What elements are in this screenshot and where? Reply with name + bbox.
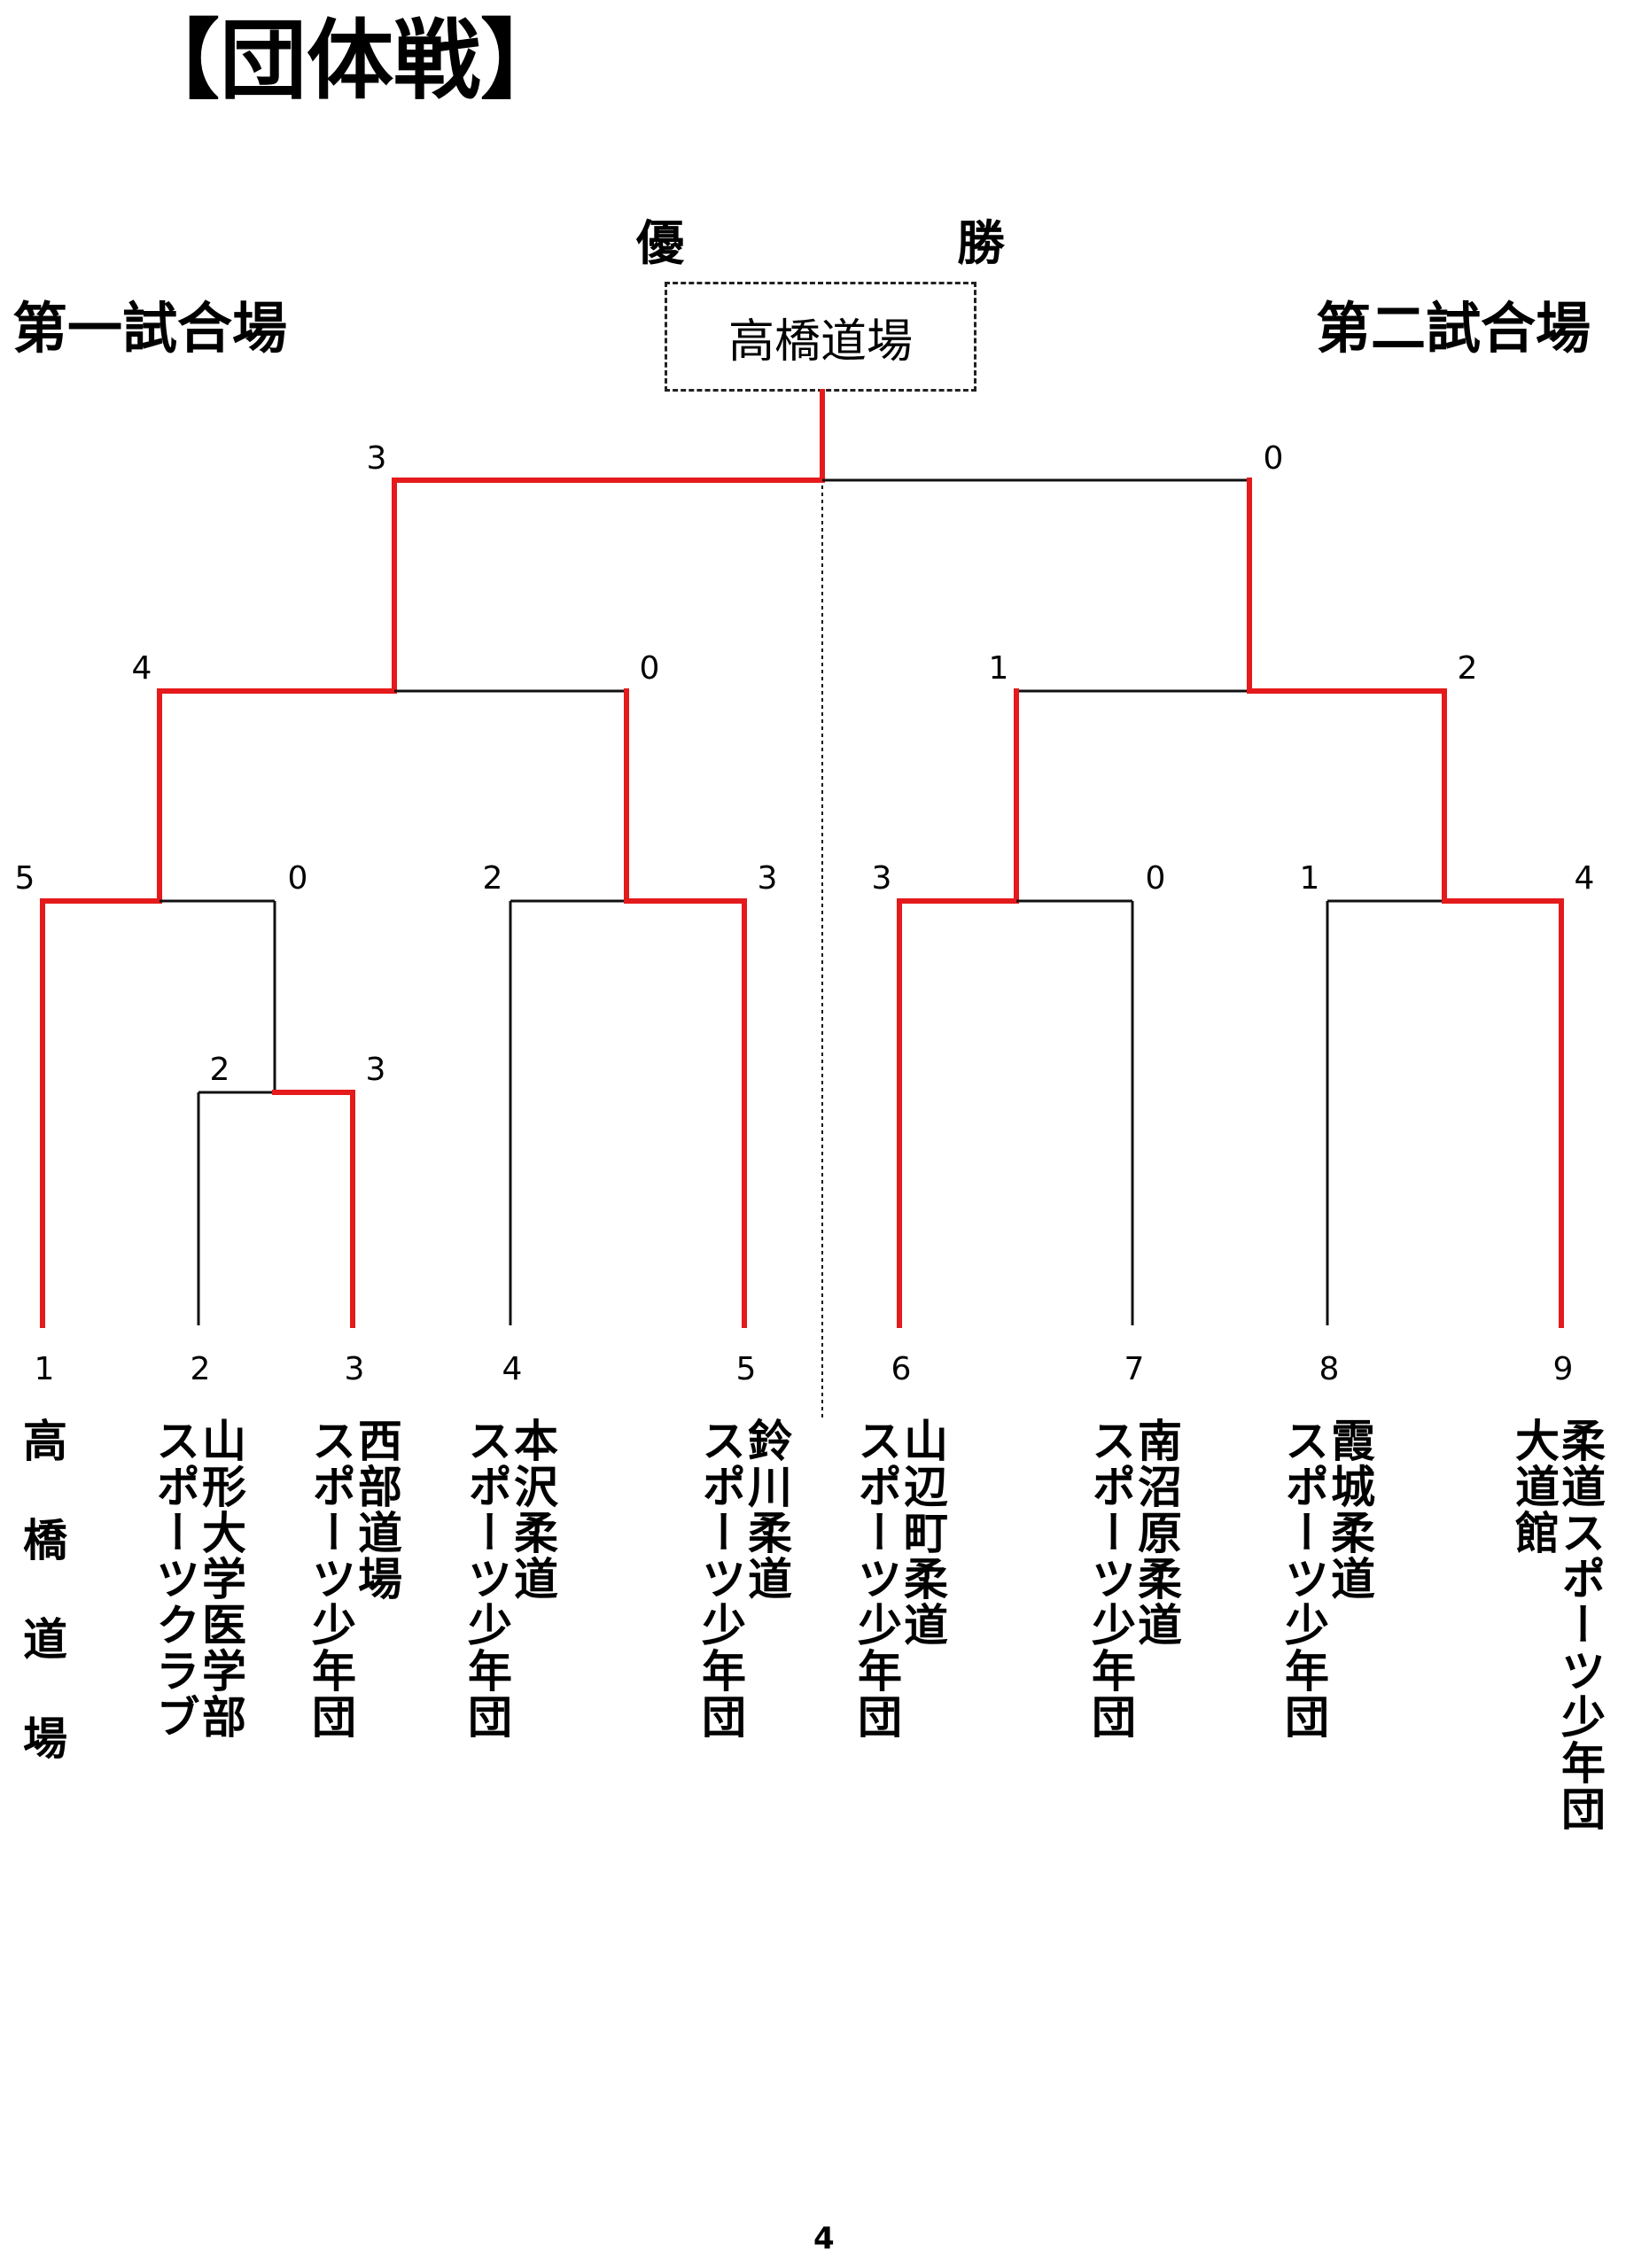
seed-4: 4 (502, 1351, 523, 1387)
score-qf-c-right: 0 (1145, 860, 1166, 897)
team-name-line: 本沢柔道 (507, 1418, 558, 1602)
score-qf-d-right: 4 (1574, 860, 1595, 897)
champion-team-name: 高橋道場 (727, 315, 913, 369)
team-name-line: 西部道場 (351, 1418, 402, 1602)
team-name-line: 鈴川柔道 (741, 1418, 792, 1602)
team-name-line: スポーツ少年団 (461, 1418, 512, 1740)
team-name-line: スポーツ少年団 (1085, 1418, 1136, 1740)
team-2: 山形大学医学部 スポーツクラブ (149, 1418, 246, 1740)
team-5: 鈴川柔道 スポーツ少年団 (695, 1418, 792, 1740)
score-qf-b-right: 3 (757, 860, 778, 897)
score-qf-d-left: 1 (1299, 860, 1320, 897)
score-final-left: 3 (366, 440, 387, 477)
score-qf-b-left: 2 (482, 860, 503, 897)
champion-label-left: 優 (636, 215, 684, 271)
team-name-line: 南沼原柔道 (1131, 1418, 1182, 1648)
seed-2: 2 (190, 1351, 211, 1387)
team-4: 本沢柔道 スポーツ少年団 (461, 1418, 558, 1740)
page-number: 4 (813, 2221, 835, 2256)
team-name-line: スポーツ少年団 (695, 1418, 746, 1740)
score-r1-right: 3 (365, 1052, 386, 1088)
seed-8: 8 (1319, 1351, 1340, 1387)
team-name-line: 霞城柔道 (1324, 1418, 1375, 1602)
score-sf-right-right: 2 (1457, 650, 1478, 687)
score-r1-left: 2 (209, 1052, 230, 1088)
team-7: 南沼原柔道 スポーツ少年団 (1085, 1418, 1182, 1740)
seed-5: 5 (735, 1351, 757, 1387)
venue-first: 第一試合場 (12, 296, 288, 361)
team-name-line: スポーツ少年団 (1278, 1418, 1329, 1740)
team-6: 山辺町柔道 スポーツ少年団 (851, 1418, 948, 1740)
score-qf-c-left: 3 (871, 860, 892, 897)
score-sf-right-left: 1 (988, 650, 1009, 687)
score-final-right: 0 (1263, 440, 1284, 477)
team-name-line: スポーツ少年団 (305, 1418, 356, 1740)
team-3: 西部道場 スポーツ少年団 (305, 1418, 402, 1740)
team-9: 柔道スポーツ少年団 大道館 (1508, 1418, 1606, 1832)
team-name-line: スポーツクラブ (149, 1418, 200, 1740)
team-name-line: 山形大学医学部 (195, 1418, 246, 1740)
team-name-line: スポーツ少年団 (851, 1418, 902, 1740)
team-name-line: 柔道スポーツ少年団 (1554, 1418, 1606, 1832)
seed-7: 7 (1124, 1351, 1145, 1387)
page-title: 【団体戦】 (133, 11, 568, 112)
team-name-line: 高橋道場 (16, 1418, 67, 1814)
champion-label-right: 勝 (957, 215, 1005, 271)
score-sf-left-right: 0 (639, 650, 660, 687)
team-1: 高橋道場 (16, 1418, 67, 1814)
team-name-line: 大道館 (1508, 1418, 1560, 1556)
seed-9: 9 (1552, 1351, 1574, 1387)
team-8: 霞城柔道 スポーツ少年団 (1278, 1418, 1375, 1740)
score-sf-left-left: 4 (131, 650, 152, 687)
team-name-line: 山辺町柔道 (897, 1418, 948, 1648)
seed-3: 3 (344, 1351, 365, 1387)
venue-second: 第二試合場 (1316, 296, 1591, 361)
seed-6: 6 (891, 1351, 912, 1387)
score-qf-a-left: 5 (14, 860, 35, 897)
seed-1: 1 (34, 1351, 55, 1387)
score-qf-a-right: 0 (287, 860, 308, 897)
